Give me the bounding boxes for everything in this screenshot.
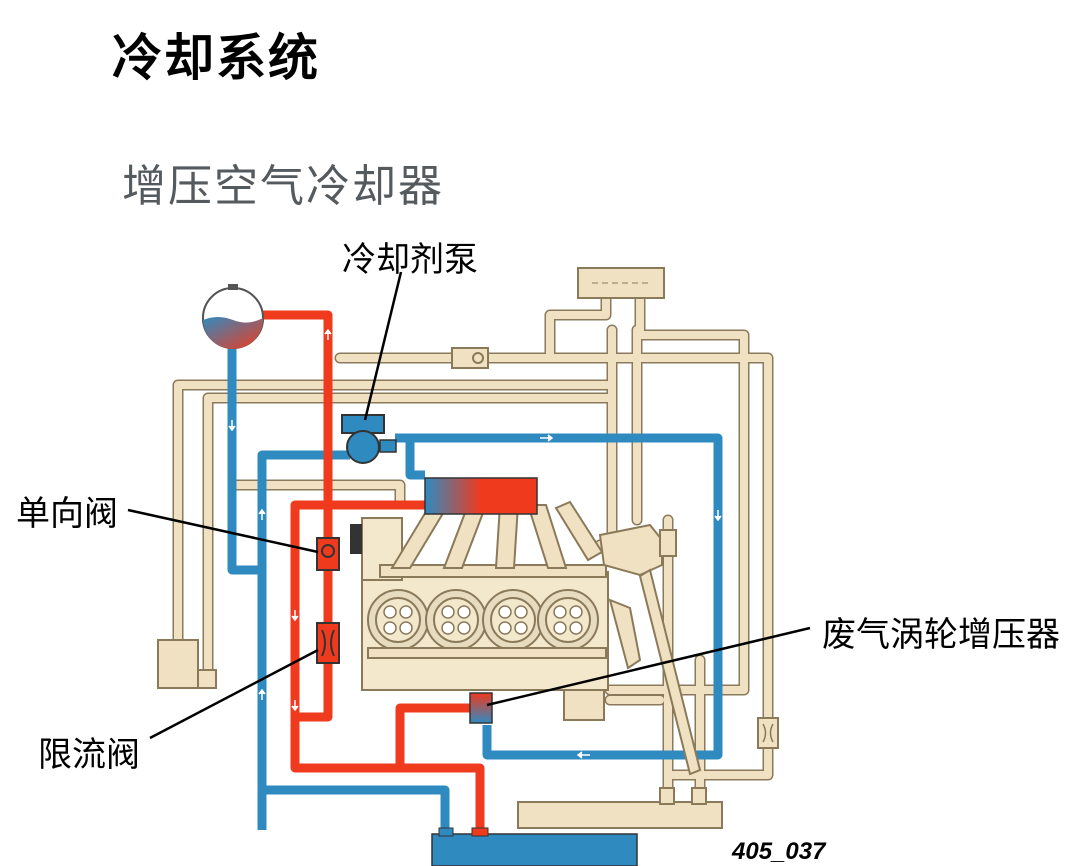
charge-air-cooler [424, 477, 538, 515]
callout-lines [127, 271, 811, 740]
engine-block [350, 500, 609, 691]
radiator [431, 827, 638, 866]
label-turbocharger: 废气涡轮增压器 [822, 615, 1060, 655]
turbocharger [598, 523, 702, 776]
restrictor-valve [316, 622, 340, 664]
aux-components [157, 639, 723, 829]
turbo-coolant-junction [469, 692, 493, 724]
expansion-tank [201, 284, 265, 350]
coolant-pump [341, 414, 397, 464]
flow-arrows [228, 328, 722, 759]
label-check-valve: 单向阀 [16, 494, 118, 534]
hot-pipes [262, 310, 485, 838]
figure-id: 405_037 [732, 838, 826, 865]
label-restrictor-valve: 限流阀 [38, 735, 140, 775]
label-coolant-pump: 冷却剂泵 [342, 240, 478, 280]
beige-restrictor [757, 717, 779, 749]
inline-valve [451, 347, 489, 369]
check-valve [316, 537, 340, 571]
page-title: 冷却系统 [112, 29, 320, 87]
page-subtitle: 增压空气冷却器 [122, 161, 444, 212]
heater-core [577, 267, 665, 299]
